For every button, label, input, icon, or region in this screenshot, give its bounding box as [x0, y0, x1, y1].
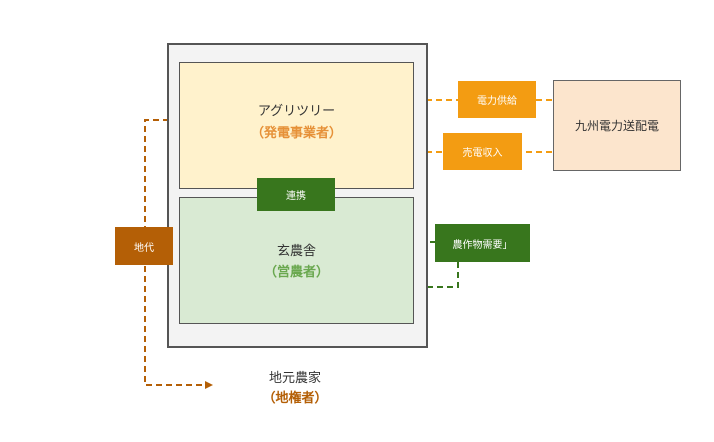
landowner-name: 地元農家	[268, 371, 321, 386]
kyushu-electric-node: 九州電力送配電	[553, 80, 681, 171]
land-rent-label: 地代	[115, 227, 173, 265]
gennosha-role: （営農者）	[263, 265, 329, 280]
land-rent-arrow	[144, 119, 213, 389]
landowner-role: （地権者）	[262, 391, 328, 406]
cooperation-label: 連携	[257, 178, 335, 211]
agritree-name: アグリツリー	[257, 104, 336, 119]
agritree-role: （発電事業者）	[250, 126, 342, 141]
gennosha-name: 玄農舎	[276, 244, 316, 259]
crop-demand-label: 農作物需要」	[435, 224, 530, 262]
kyushu-electric-name: 九州電力送配電	[574, 119, 659, 133]
power-supply-label: 電力供給	[458, 81, 536, 118]
sales-income-label: 売電収入	[443, 133, 522, 170]
agritree-node: アグリツリー （発電事業者）	[179, 62, 414, 189]
gennosha-node: 玄農舎 （営農者）	[179, 197, 414, 324]
